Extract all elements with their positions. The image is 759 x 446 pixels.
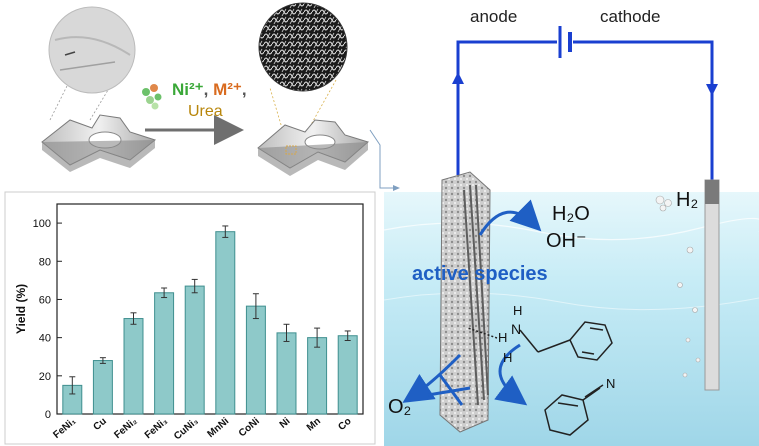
y-tick-label: 80 [39,256,51,268]
x-tick-label: Ni [278,416,293,431]
ni-ion-label: Ni²⁺ [172,80,204,99]
bar-7 [276,332,297,415]
comma: , [203,80,209,99]
y-tick-label: 100 [33,218,51,230]
anode-label: anode [470,7,518,26]
x-tick-label: MnNi [205,416,231,440]
bar-9 [337,335,358,415]
connector-line [369,129,393,189]
sem-bare-circle [48,6,136,94]
bar-1 [92,360,113,415]
o2-label: O₂ [388,396,412,418]
benzonitrile-structure [544,384,604,436]
x-tick-label: Cu [92,416,109,433]
o2-arrow [402,353,462,403]
cathode-label: cathode [600,7,661,26]
amine-h-label: H [513,303,523,318]
curved-arrow [478,199,542,236]
x-tick-label: Mn [305,416,323,434]
amine-h-label: H [503,350,513,365]
y-tick-label: 40 [39,333,51,345]
h2o-label: H₂O [552,203,590,225]
bar-5 [215,231,236,415]
sem-nanosheet-circle [258,2,348,92]
y-tick-label: 0 [45,409,51,421]
oh-label: OH⁻ [546,230,587,252]
h2-bubbles [655,195,701,378]
m-ion-label: M²⁺ [213,80,242,99]
bar-3 [154,292,175,415]
plot-frame [56,203,364,415]
y-tick-label: 60 [39,294,51,306]
reagent-label: Ni²⁺, M²⁺, [172,80,247,100]
current-arrow-up [452,72,464,84]
cathode-electrode [704,179,720,391]
precursor-dot [142,88,150,96]
h2-label: H₂ [676,189,699,211]
curved-arrow [494,343,528,406]
amine-h-label: H [498,330,508,345]
bar-8 [307,337,328,415]
precursor-dot [150,84,158,92]
x-tick-label: FeNi₂ [112,416,139,441]
bar-4 [184,285,205,415]
nitrile-n-label: N [606,376,616,391]
zoom-guide [49,69,76,121]
current-arrow-down [706,84,718,96]
benzylamine-structure [467,321,613,361]
x-tick-label: FeNi₁ [51,416,78,441]
circuit-wire [456,40,557,175]
y-tick-label: 20 [39,371,51,383]
bar-6 [245,305,266,415]
bar-2 [123,318,144,415]
x-tick-label: CuNi₃ [172,416,201,443]
amine-n-label: N [511,321,522,337]
active-species-label: active species [412,263,548,285]
x-tick-label: CoNi [237,416,262,440]
circuit-wire [573,40,714,180]
y-axis-label: Yield (%) [14,284,28,334]
urea-label: Urea [188,103,223,120]
anode-electrode [439,171,491,433]
x-tick-label: FeNi₃ [143,416,171,442]
comma: , [241,80,247,99]
nanosheet-layers [463,184,489,406]
x-tick-label: Co [336,416,353,433]
